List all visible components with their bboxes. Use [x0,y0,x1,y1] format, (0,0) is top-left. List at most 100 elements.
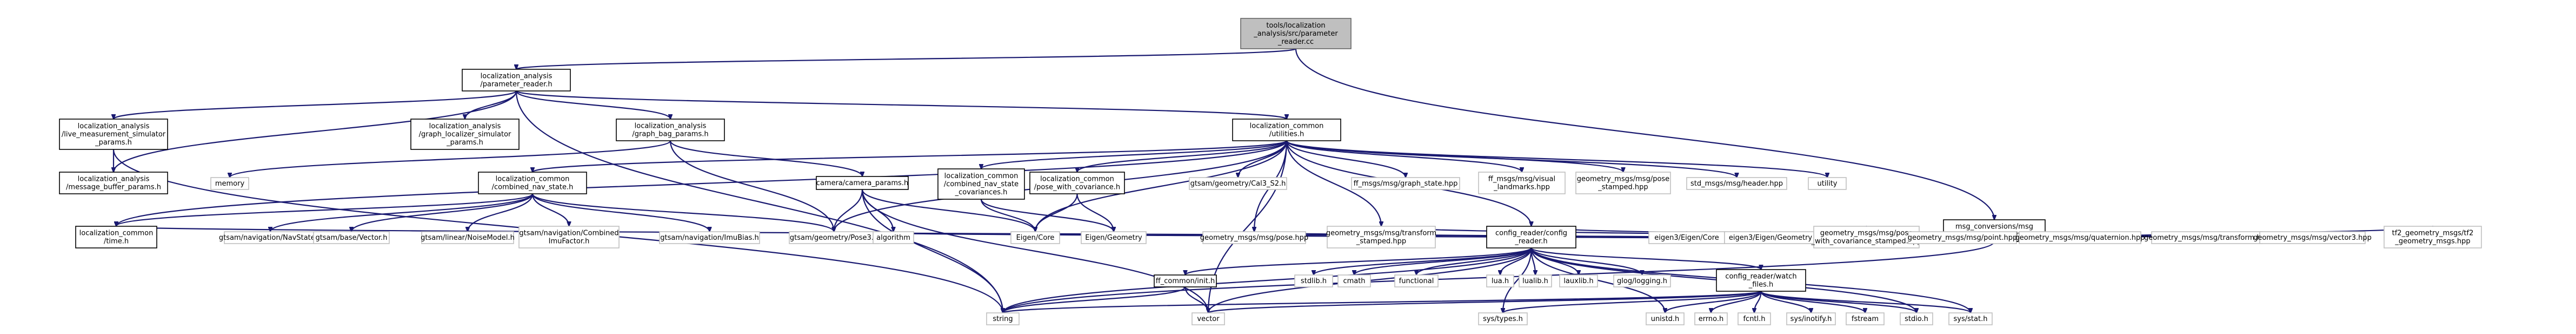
edge-cnss-to-gnib [531,193,710,232]
node-cnsc[interactable]: localization_common/combined_nav_state_c… [937,168,1025,200]
node-cu[interactable]: localization_common/utilities.h [1232,119,1341,141]
node-mbp[interactable]: localization_analysis/message_buffer_par… [59,172,168,194]
node-label: localization_analysis [429,122,501,130]
node-label: /utilities.h [1269,130,1304,139]
node-gmps[interactable]: geometry_msgs/msg/pose_stamped.hpp [1575,172,1671,194]
node-errno[interactable]: errno.h [1694,312,1728,325]
node-label: sys/stat.h [1954,315,1988,323]
node-luah[interactable]: lua.h [1486,274,1514,287]
node-label: lualib.h [1522,277,1548,285]
node-pr[interactable]: localization_analysis/parameter_reader.h [462,69,571,91]
edge-pr-to-gbp [515,90,670,119]
node-gmp[interactable]: geometry_msgs/msg/pose.hpp [1200,231,1308,244]
node-gmv3[interactable]: geometry_msgs/msg/vector3.hpp [2253,231,2372,244]
node-inotify[interactable]: sys/inotify.h [1786,312,1836,325]
node-eg[interactable]: Eigen/Geometry [1081,231,1147,244]
node-cmath[interactable]: cmath [1337,274,1371,287]
node-fcntl[interactable]: fcntl.h [1738,312,1771,325]
node-glog[interactable]: glog/logging.h [1613,274,1671,287]
node-crc[interactable]: config_reader/config_reader.h [1486,226,1576,248]
node-label: config_reader/watch [1725,273,1796,281]
node-label: localization_common [1250,122,1324,130]
node-label: config_reader/config [1495,230,1567,238]
node-stdlib[interactable]: stdlib.h [1294,274,1333,287]
node-label: glog/logging.h [1617,277,1667,285]
node-box [1900,312,1933,325]
node-box [462,69,571,91]
node-ffci[interactable]: ff_common/init.h [1154,274,1217,287]
node-gbv[interactable]: gtsam/base/Vector.h [313,231,390,244]
node-label: localization_common [496,175,570,184]
node-stdio[interactable]: stdio.h [1900,312,1933,325]
node-label: Eigen/Core [1016,234,1055,242]
node-glnm[interactable]: gtsam/linear/NoiseModel.h [421,231,515,244]
node-lmsp[interactable]: localization_analysis/live_measurement_s… [59,119,168,150]
node-label: gtsam/navigation/Combined [519,230,618,238]
node-lauxlib[interactable]: lauxlib.h [1559,274,1598,287]
edge-ffci-to-string [1003,286,1186,313]
node-label: msg_conversions/msg [1955,223,2033,231]
edge-pr-to-string [515,90,1003,313]
node-glsp[interactable]: localization_analysis/graph_localizer_si… [410,119,520,150]
node-eec[interactable]: eigen3/Eigen/Core [1648,231,1725,244]
edge-cnss-to-gnci [531,193,569,226]
node-gnib[interactable]: gtsam/navigation/ImuBias.h [659,231,760,244]
edge-cu-to-gmts [1286,140,1381,226]
node-label: _stamped.hpp [1356,238,1406,246]
edge-wf-to-stypes [1503,290,1762,313]
node-wf[interactable]: config_reader/watch_files.h [1716,269,1806,292]
node-label: geometry_msgs/msg/vector3.hpp [2253,234,2372,242]
node-utility[interactable]: utility [1808,177,1847,190]
node-gp3[interactable]: gtsam/geometry/Pose3.h [789,231,879,244]
node-memory[interactable]: memory [210,177,249,190]
node-lualib[interactable]: lualib.h [1519,274,1552,287]
edge-crc-to-stypes [1503,247,1532,313]
node-label: gtsam/base/Vector.h [315,234,387,242]
edge-wf-to-sstat [1760,290,1971,313]
node-box [1813,226,1920,248]
node-fstream[interactable]: fstream [1846,312,1885,325]
node-box [59,172,168,194]
node-box [1294,274,1333,287]
node-sstat[interactable]: sys/stat.h [1948,312,1993,325]
node-pwc[interactable]: localization_common/pose_with_covariance… [1029,172,1125,194]
node-cal3[interactable]: gtsam/geometry/Cal3_S2.h [1189,177,1287,190]
node-box [1694,312,1728,325]
node-box [59,119,168,150]
node-ffvl[interactable]: ff_msgs/msg/visual_landmarks.hpp [1478,172,1566,194]
node-gbp[interactable]: localization_analysis/graph_bag_params.h [616,119,725,141]
node-gns[interactable]: gtsam/navigation/NavState.h [219,231,322,244]
node-box [1786,312,1836,325]
node-box [816,176,909,190]
node-stypes[interactable]: sys/types.h [1478,312,1528,325]
node-box [873,231,914,244]
node-label: localization_analysis [635,122,707,130]
edge-cnsc-to-ec [980,199,1035,232]
node-cnss[interactable]: localization_common/combined_nav_state.h [478,172,587,194]
node-algo[interactable]: algorithm [873,231,914,244]
node-gmts[interactable]: geometry_msgs/msg/transform_stamped.hpp [1326,226,1436,248]
node-ccp[interactable]: camera/camera_params.h [816,176,909,190]
node-gmpwc[interactable]: geometry_msgs/msg/pose_with_covariance_s… [1810,226,1922,248]
node-smh[interactable]: std_msgs/msg/header.hpp [1686,177,1787,190]
node-gmpt[interactable]: geometry_msgs/msg/point.hpp [1908,231,2017,244]
node-string[interactable]: string [986,312,1020,325]
node-box [518,226,620,248]
edge-crc-to-functional [1416,247,1532,275]
node-vector[interactable]: vector [1192,312,1225,325]
node-ec[interactable]: Eigen/Core [1010,231,1060,244]
edge-crc-to-ffci [1186,247,1532,275]
edge-cnss-to-lct [116,193,534,226]
node-eeg[interactable]: eigen3/Eigen/Geometry [1724,231,1817,244]
node-ffgs[interactable]: ff_msgs/msg/graph_state.hpp [1351,177,1460,190]
node-label: tools/localization [1266,22,1325,30]
node-lct[interactable]: localization_common/time.h [75,226,157,248]
node-unistd[interactable]: unistd.h [1646,312,1685,325]
node-functional[interactable]: functional [1394,274,1439,287]
edge-pwc-to-eg [1076,193,1114,232]
node-gmt[interactable]: geometry_msgs/msg/transform.hpp [2144,231,2270,244]
node-label: fcntl.h [1743,315,1765,323]
node-tf2[interactable]: tf2_geometry_msgs/tf2_geometry_msgs.hpp [2384,226,2482,248]
node-gmq[interactable]: geometry_msgs/msg/quaternion.hpp [2015,231,2145,244]
